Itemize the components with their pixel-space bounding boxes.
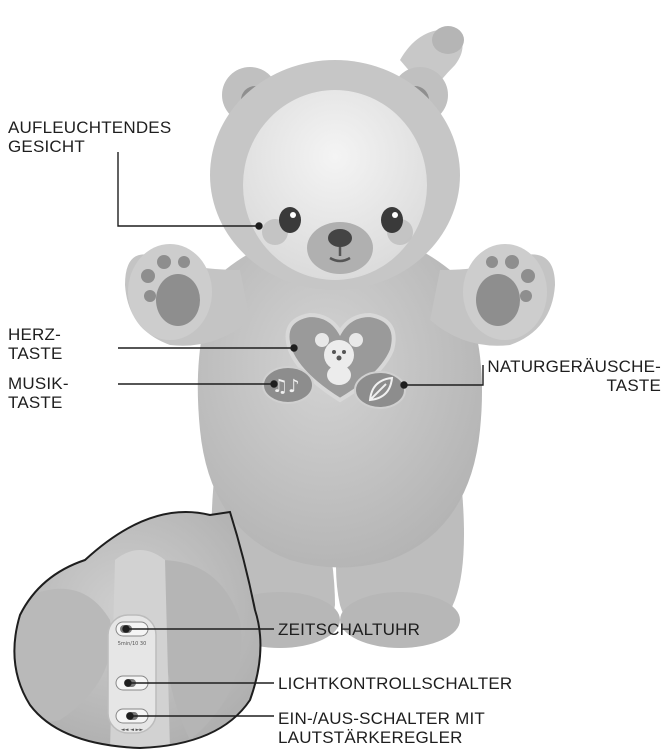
label-timer: ZEITSCHALTUHR xyxy=(278,620,420,639)
label-power-volume: EIN-/AUS-SCHALTER MITLAUTSTÄRKEREGLER xyxy=(278,709,485,747)
timer-switch-marks: 5min/10 30 xyxy=(118,641,147,647)
power-switch-marks: ◄◄ ◄ ►► xyxy=(121,727,144,733)
bear-nose xyxy=(328,229,352,247)
label-nature-sounds-button: NATURGERÄUSCHE-TASTE xyxy=(487,357,661,395)
label-light-control: LICHTKONTROLLSCHALTER xyxy=(278,674,512,693)
bear-right-eye xyxy=(381,207,403,233)
label-music-button: MUSIK-TASTE xyxy=(8,374,69,412)
nature-sounds-button[interactable] xyxy=(355,372,405,408)
label-illuminated-face: AUFLEUCHTENDESGESICHT xyxy=(8,118,171,156)
bear-head xyxy=(210,26,464,290)
bear-right-arm xyxy=(430,244,555,346)
bear-left-arm xyxy=(125,244,250,346)
bear-left-eye xyxy=(279,207,301,233)
label-heart-button: HERZ-TASTE xyxy=(8,325,63,363)
